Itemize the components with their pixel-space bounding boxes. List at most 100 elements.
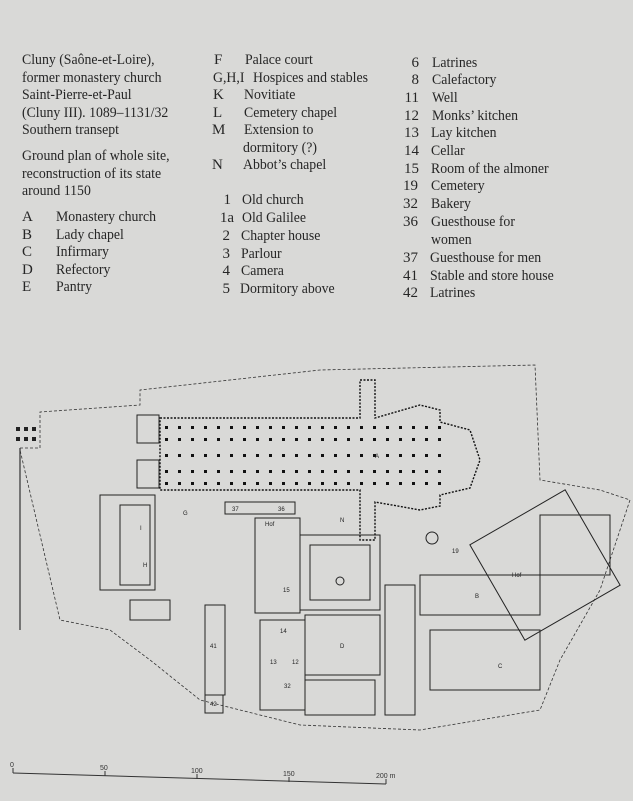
nave-column [243,438,246,441]
nave-column [347,482,350,485]
nave-column [308,482,311,485]
nave-column [308,454,311,457]
nave-column [178,470,181,473]
ground-plan: A B C D G H N Hof Hof 37 36 41 15 14 13 … [16,364,631,731]
nave-column [321,454,324,457]
nave-column [204,454,207,457]
nave-column [412,426,415,429]
nave-column [386,470,389,473]
site-boundary [19,364,631,731]
nave-column [295,482,298,485]
plan-label: 42 [210,702,217,708]
legend-label: Palace court [245,52,313,68]
plan-label: A [375,454,379,460]
subtitle-line: reconstruction of its state [22,166,162,182]
nave-column [269,454,272,457]
legend-label: Guesthouse for men [430,250,542,266]
plan-label: 41 [210,644,217,650]
nave-column [347,438,350,441]
legend-key: E [22,279,32,295]
scale-tick: 200 m [376,773,396,780]
nave-column [425,438,428,441]
legend-key: F [214,52,223,68]
nave-column [178,482,181,485]
nave-column [334,482,337,485]
legend-key: K [213,87,224,103]
nave-column [165,470,168,473]
nave-column [399,438,402,441]
nave-column [191,470,194,473]
nave-column [373,438,376,441]
legend-key: 2 [222,228,231,244]
nave-column [386,454,389,457]
legend-key: 5 [222,281,231,297]
nave-column [373,470,376,473]
legend-key: 1 [223,192,232,208]
nave-column [165,426,168,429]
plan-label: 36 [278,507,285,513]
nave-column [269,482,272,485]
plan-label: 19 [452,549,459,555]
legend-label: Bakery [431,196,471,212]
legend-key: 14 [404,143,419,159]
nave-column [425,426,428,429]
plan-label: 13 [270,660,277,666]
plan-label: 15 [283,588,290,594]
nave-column [204,438,207,441]
legend-key: G,H,I [213,70,245,86]
nave-column [386,426,389,429]
nave-column [321,426,324,429]
nave-column [178,438,181,441]
legend-label: Old Galilee [242,210,306,226]
legend-label: Well [432,90,458,106]
nave-column [269,426,272,429]
nave-column [230,454,233,457]
legend-key: N [212,157,223,173]
nave-column [282,454,285,457]
nave-column [217,482,220,485]
nave-column [217,426,220,429]
nave-column [399,454,402,457]
legend-label: Camera [241,263,284,279]
plan-label: C [498,664,503,670]
nave-column [438,438,441,441]
nave-column [347,454,350,457]
legend-label: Room of the almoner [431,161,549,177]
legend-key: C [22,244,33,260]
nave-column [282,482,285,485]
legend-label: Dormitory above [240,281,335,297]
caption-line: Southern transept [22,122,119,138]
nave-column [230,438,233,441]
plan-label: 32 [284,684,291,690]
plan-label: Hof [265,522,275,528]
legend-key: 3 [222,246,231,262]
legend-key: 36 [403,214,418,230]
legend-key: B [22,227,33,243]
nave-column [412,438,415,441]
nave-column [438,454,441,457]
nave-column [217,438,220,441]
nave-column [360,482,363,485]
caption-line: Cluny (Saône-et-Loire), [22,52,155,68]
legend-label: Hospices and stables [253,70,368,86]
nave-column [295,438,298,441]
nave-column [360,454,363,457]
nave-column [191,438,194,441]
caption-line: (Cluny III). 1089–1131/32 [22,105,169,121]
caption-line: Saint-Pierre-et-Paul [22,87,132,103]
nave-column [334,454,337,457]
nave-column [425,454,428,457]
legend-label: Cemetery [431,178,485,194]
nave-column [282,426,285,429]
subtitle-line: around 1150 [22,183,91,199]
nave-column [347,470,350,473]
legend-label: Latrines [430,285,476,301]
nave-column [373,426,376,429]
nave-column [204,426,207,429]
legend-key: D [22,262,33,278]
nave-column [373,454,376,457]
nave-column [191,454,194,457]
nave-column [243,470,246,473]
nave-column [295,454,298,457]
plan-label: D [340,644,345,650]
